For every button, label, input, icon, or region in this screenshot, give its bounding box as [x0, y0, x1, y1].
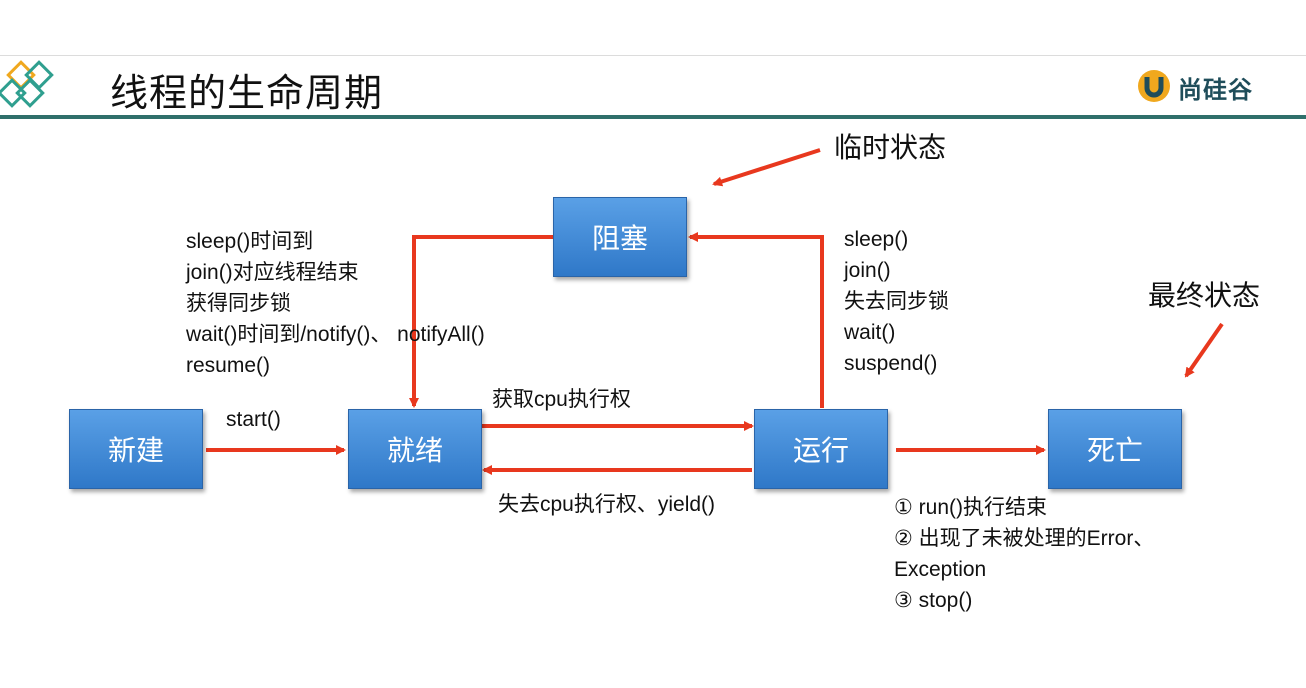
- pointer-final: [1184, 322, 1224, 378]
- label-lose-cpu: 失去cpu执行权、yield(): [498, 493, 716, 516]
- condition-line: wait()时间到/notify()、 notifyAll(): [186, 323, 485, 346]
- condition-line: wait(): [844, 321, 896, 344]
- condition-line: suspend(): [844, 352, 938, 375]
- condition-line: sleep(): [844, 228, 909, 251]
- label-running-to-dead: ① run()执行结束 ② 出现了未被处理的Error、 Exception ③…: [894, 492, 1154, 616]
- condition-line: join()对应线程结束: [186, 261, 359, 284]
- header-divider: [0, 115, 1306, 119]
- diamond-logo-icon: [0, 60, 54, 108]
- label-running-to-blocked: sleep() join() 失去同步锁 wait() suspend(): [844, 224, 949, 379]
- condition-line: ① run()执行结束: [894, 496, 1047, 519]
- condition-line: sleep()时间到: [186, 230, 314, 253]
- label-start: start(): [226, 408, 281, 431]
- state-ready: 就绪: [348, 409, 482, 489]
- slide-title: 线程的生命周期: [110, 71, 384, 115]
- state-running: 运行: [754, 409, 888, 489]
- callout-final: 最终状态: [1148, 279, 1261, 312]
- slide-header: 线程的生命周期 尚硅谷: [0, 56, 1306, 119]
- label-acquire-cpu: 获取cpu执行权: [492, 388, 631, 411]
- slide: 线程的生命周期 尚硅谷: [0, 55, 1306, 688]
- brand-badge-icon: [1138, 70, 1170, 102]
- pointer-temporary: [712, 148, 821, 187]
- callout-temporary: 临时状态: [834, 131, 947, 164]
- label-blocked-to-ready: sleep()时间到 join()对应线程结束 获得同步锁 wait()时间到/…: [186, 226, 485, 381]
- brand-logo: 尚硅谷: [1136, 68, 1252, 104]
- brand-name: 尚硅谷: [1178, 76, 1253, 104]
- arrow-blocked-to-ready: [409, 235, 553, 408]
- state-new: 新建: [69, 409, 203, 489]
- condition-line: 获得同步锁: [186, 292, 291, 315]
- state-dead: 死亡: [1048, 409, 1182, 489]
- arrow-running-to-blocked: [688, 232, 824, 408]
- transition-arrows: [206, 148, 1224, 475]
- state-blocked: 阻塞: [553, 197, 687, 277]
- condition-line: Exception: [894, 558, 987, 581]
- condition-line: 失去同步锁: [844, 290, 949, 313]
- condition-line: ② 出现了未被处理的Error、: [894, 527, 1155, 550]
- condition-line: resume(): [186, 354, 271, 377]
- condition-line: join(): [844, 259, 891, 282]
- condition-line: ③ stop(): [894, 589, 973, 612]
